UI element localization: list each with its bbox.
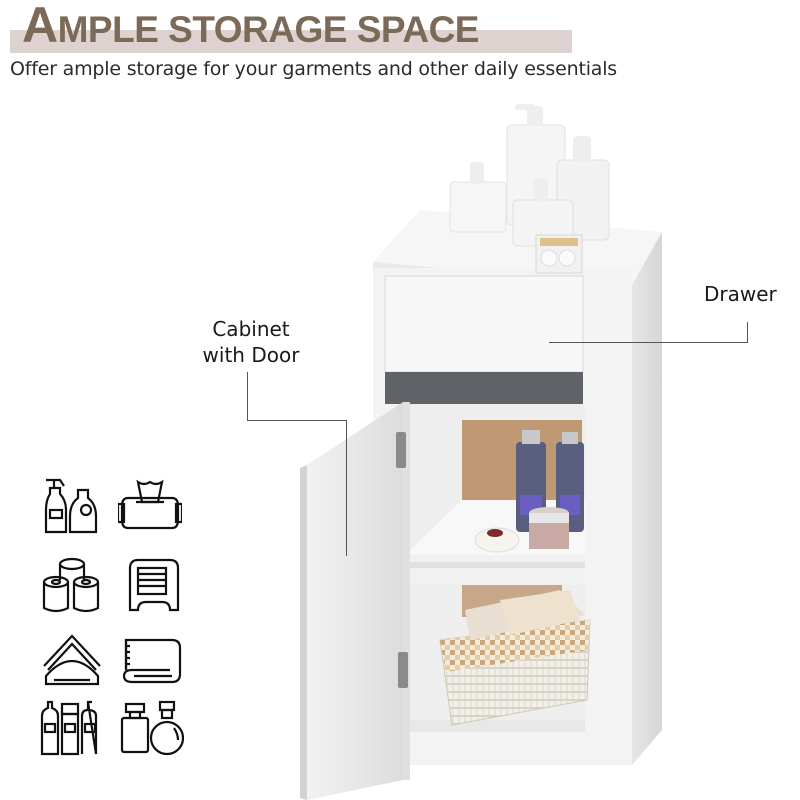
title-rest: MPLE STORAGE SPACE [57,9,480,50]
drawer-callout-line-vertical [747,322,748,343]
cabinet-callout-line-vertical-2 [346,420,347,556]
title-highlight-bar [10,30,572,53]
cabinet-callout-line-vertical-1 [247,372,248,420]
cabinet-label-line1: Cabinet [212,317,290,341]
toiletry-bottles-icon [38,696,102,760]
cabinet-callout-line-horizontal [247,420,347,421]
page-title: AMPLE STORAGE SPACE [22,0,479,54]
folded-towel-icon [120,626,184,690]
subtitle: Offer ample storage for your garments an… [10,58,618,80]
cabinet-with-door-label: Cabinet with Door [196,316,306,368]
wet-wipes-pack-icon [116,476,184,540]
title-initial: A [22,0,58,53]
cleaning-spray-bottles-icon [40,476,104,540]
napkin-holder-icon [40,626,104,690]
cabinet-label-line2: with Door [202,343,300,367]
perfume-bottles-icon [120,696,185,760]
tissue-box-icon [122,554,186,618]
drawer-callout-line-horizontal [549,342,748,343]
drawer-label: Drawer [704,282,777,306]
toilet-paper-rolls-icon [40,554,104,618]
